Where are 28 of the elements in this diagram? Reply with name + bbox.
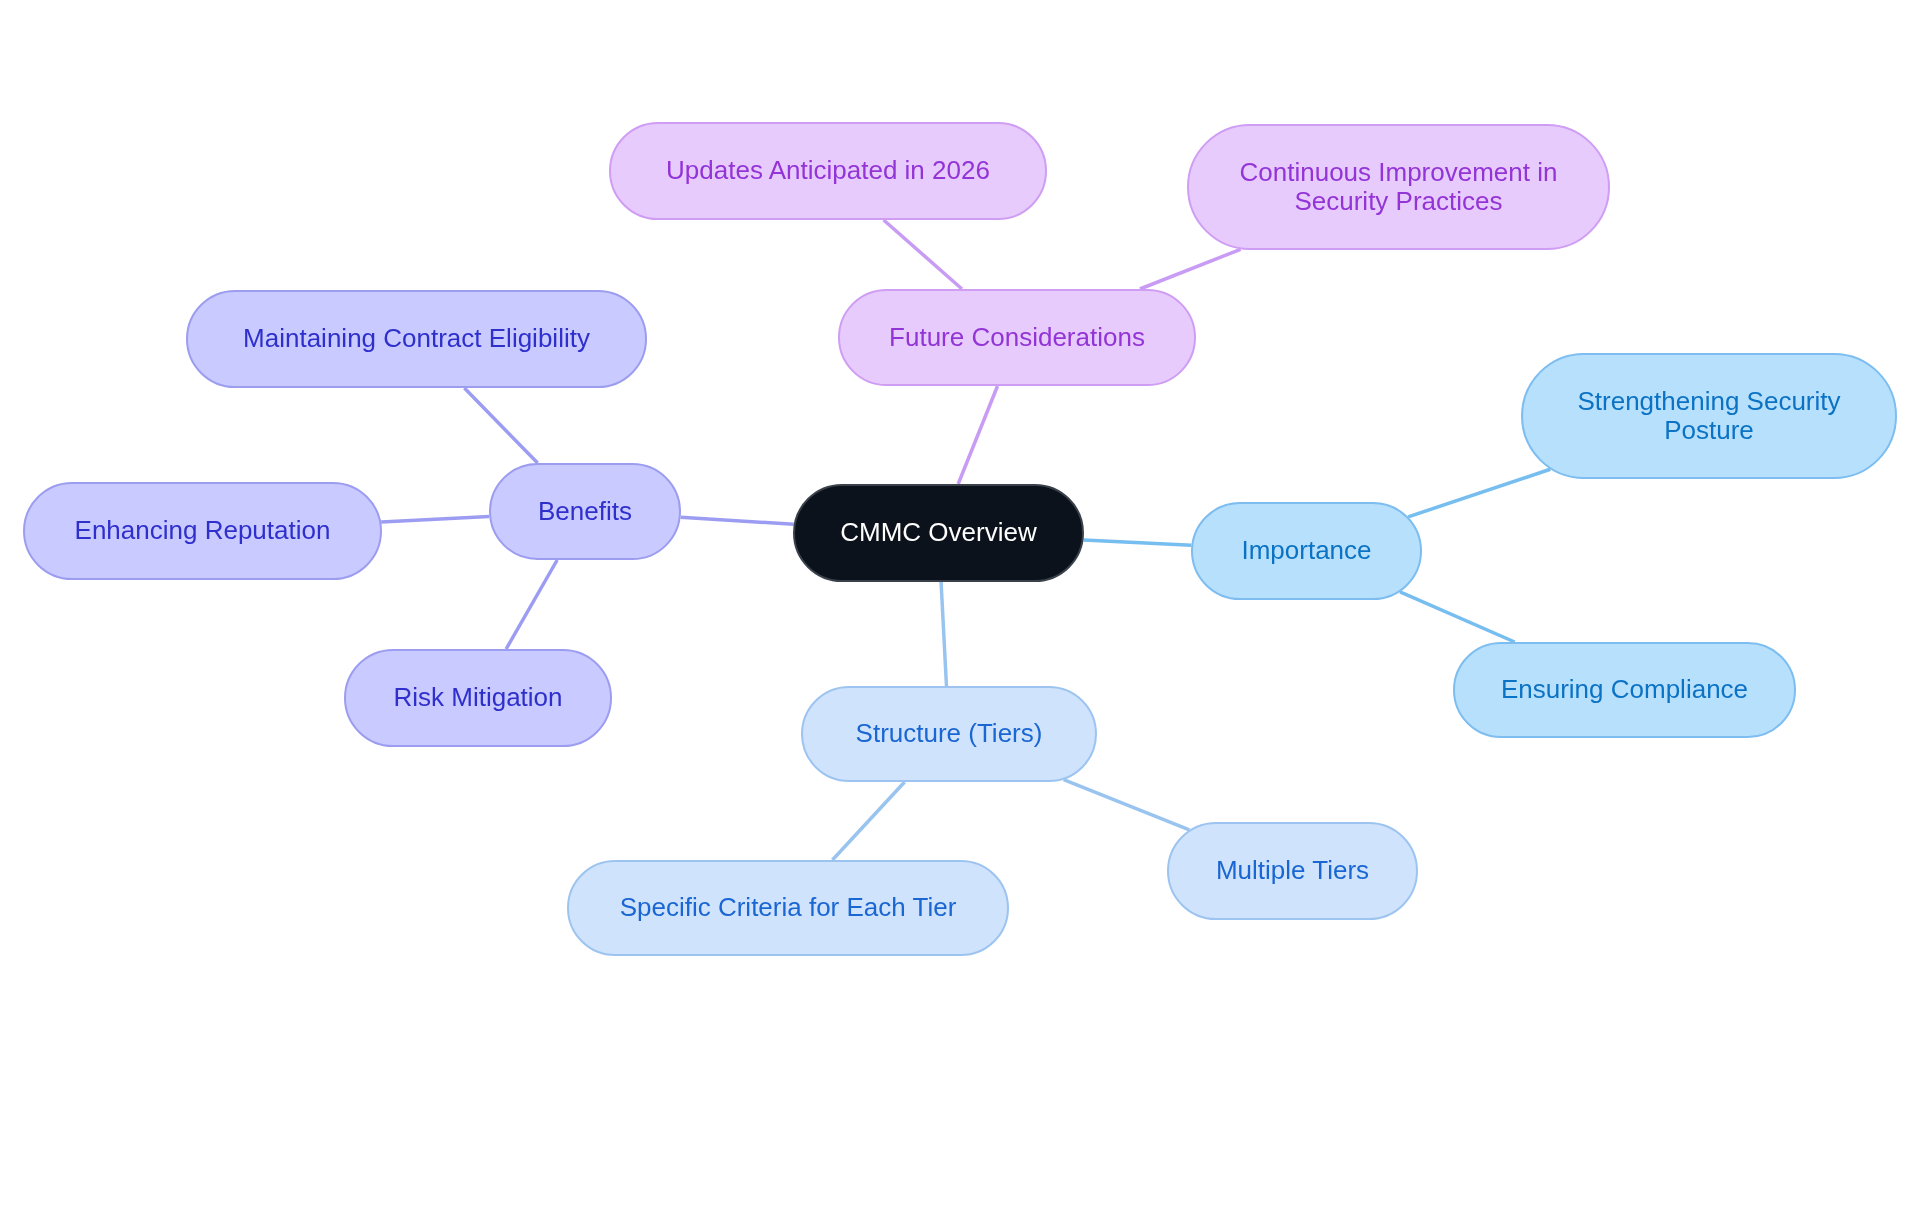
connector-line	[463, 386, 539, 465]
topic-pill	[1191, 502, 1422, 600]
connector-line	[1063, 778, 1190, 832]
connector-line	[504, 559, 559, 650]
topic-label: Maintaining Contract Eligibility	[243, 324, 590, 354]
connector-line	[831, 780, 906, 862]
connector-line	[1399, 590, 1516, 644]
topic-label: Multiple Tiers	[1215, 856, 1370, 886]
topic-label: Risk Mitigation	[393, 683, 563, 713]
connector-line	[882, 218, 964, 291]
connector-line	[1083, 538, 1192, 548]
topic-label: Enhancing Reputation	[74, 516, 331, 546]
topic-label: Strengthening Security Posture	[1576, 386, 1842, 446]
connector-line	[680, 515, 794, 526]
topic-label: CMMC Overview	[840, 518, 1037, 548]
topic-label: Benefits	[538, 496, 632, 527]
topic-label: Importance	[1241, 536, 1372, 566]
connector-line	[1139, 247, 1242, 291]
connector-line	[939, 581, 949, 687]
topic-label: Specific Criteria for Each Tier	[619, 893, 957, 923]
topic-label: Ensuring Compliance	[1500, 675, 1749, 705]
topic-label: Structure (Tiers)	[855, 719, 1043, 749]
connector-line	[956, 385, 1000, 485]
connector-line	[1407, 467, 1551, 519]
connector-line	[381, 514, 490, 524]
topic-label: Continuous Improvement in Security Practices	[1238, 157, 1559, 217]
topic-label: Updates Anticipated in 2026	[666, 156, 990, 186]
topic-label: Future Considerations	[889, 322, 1145, 353]
